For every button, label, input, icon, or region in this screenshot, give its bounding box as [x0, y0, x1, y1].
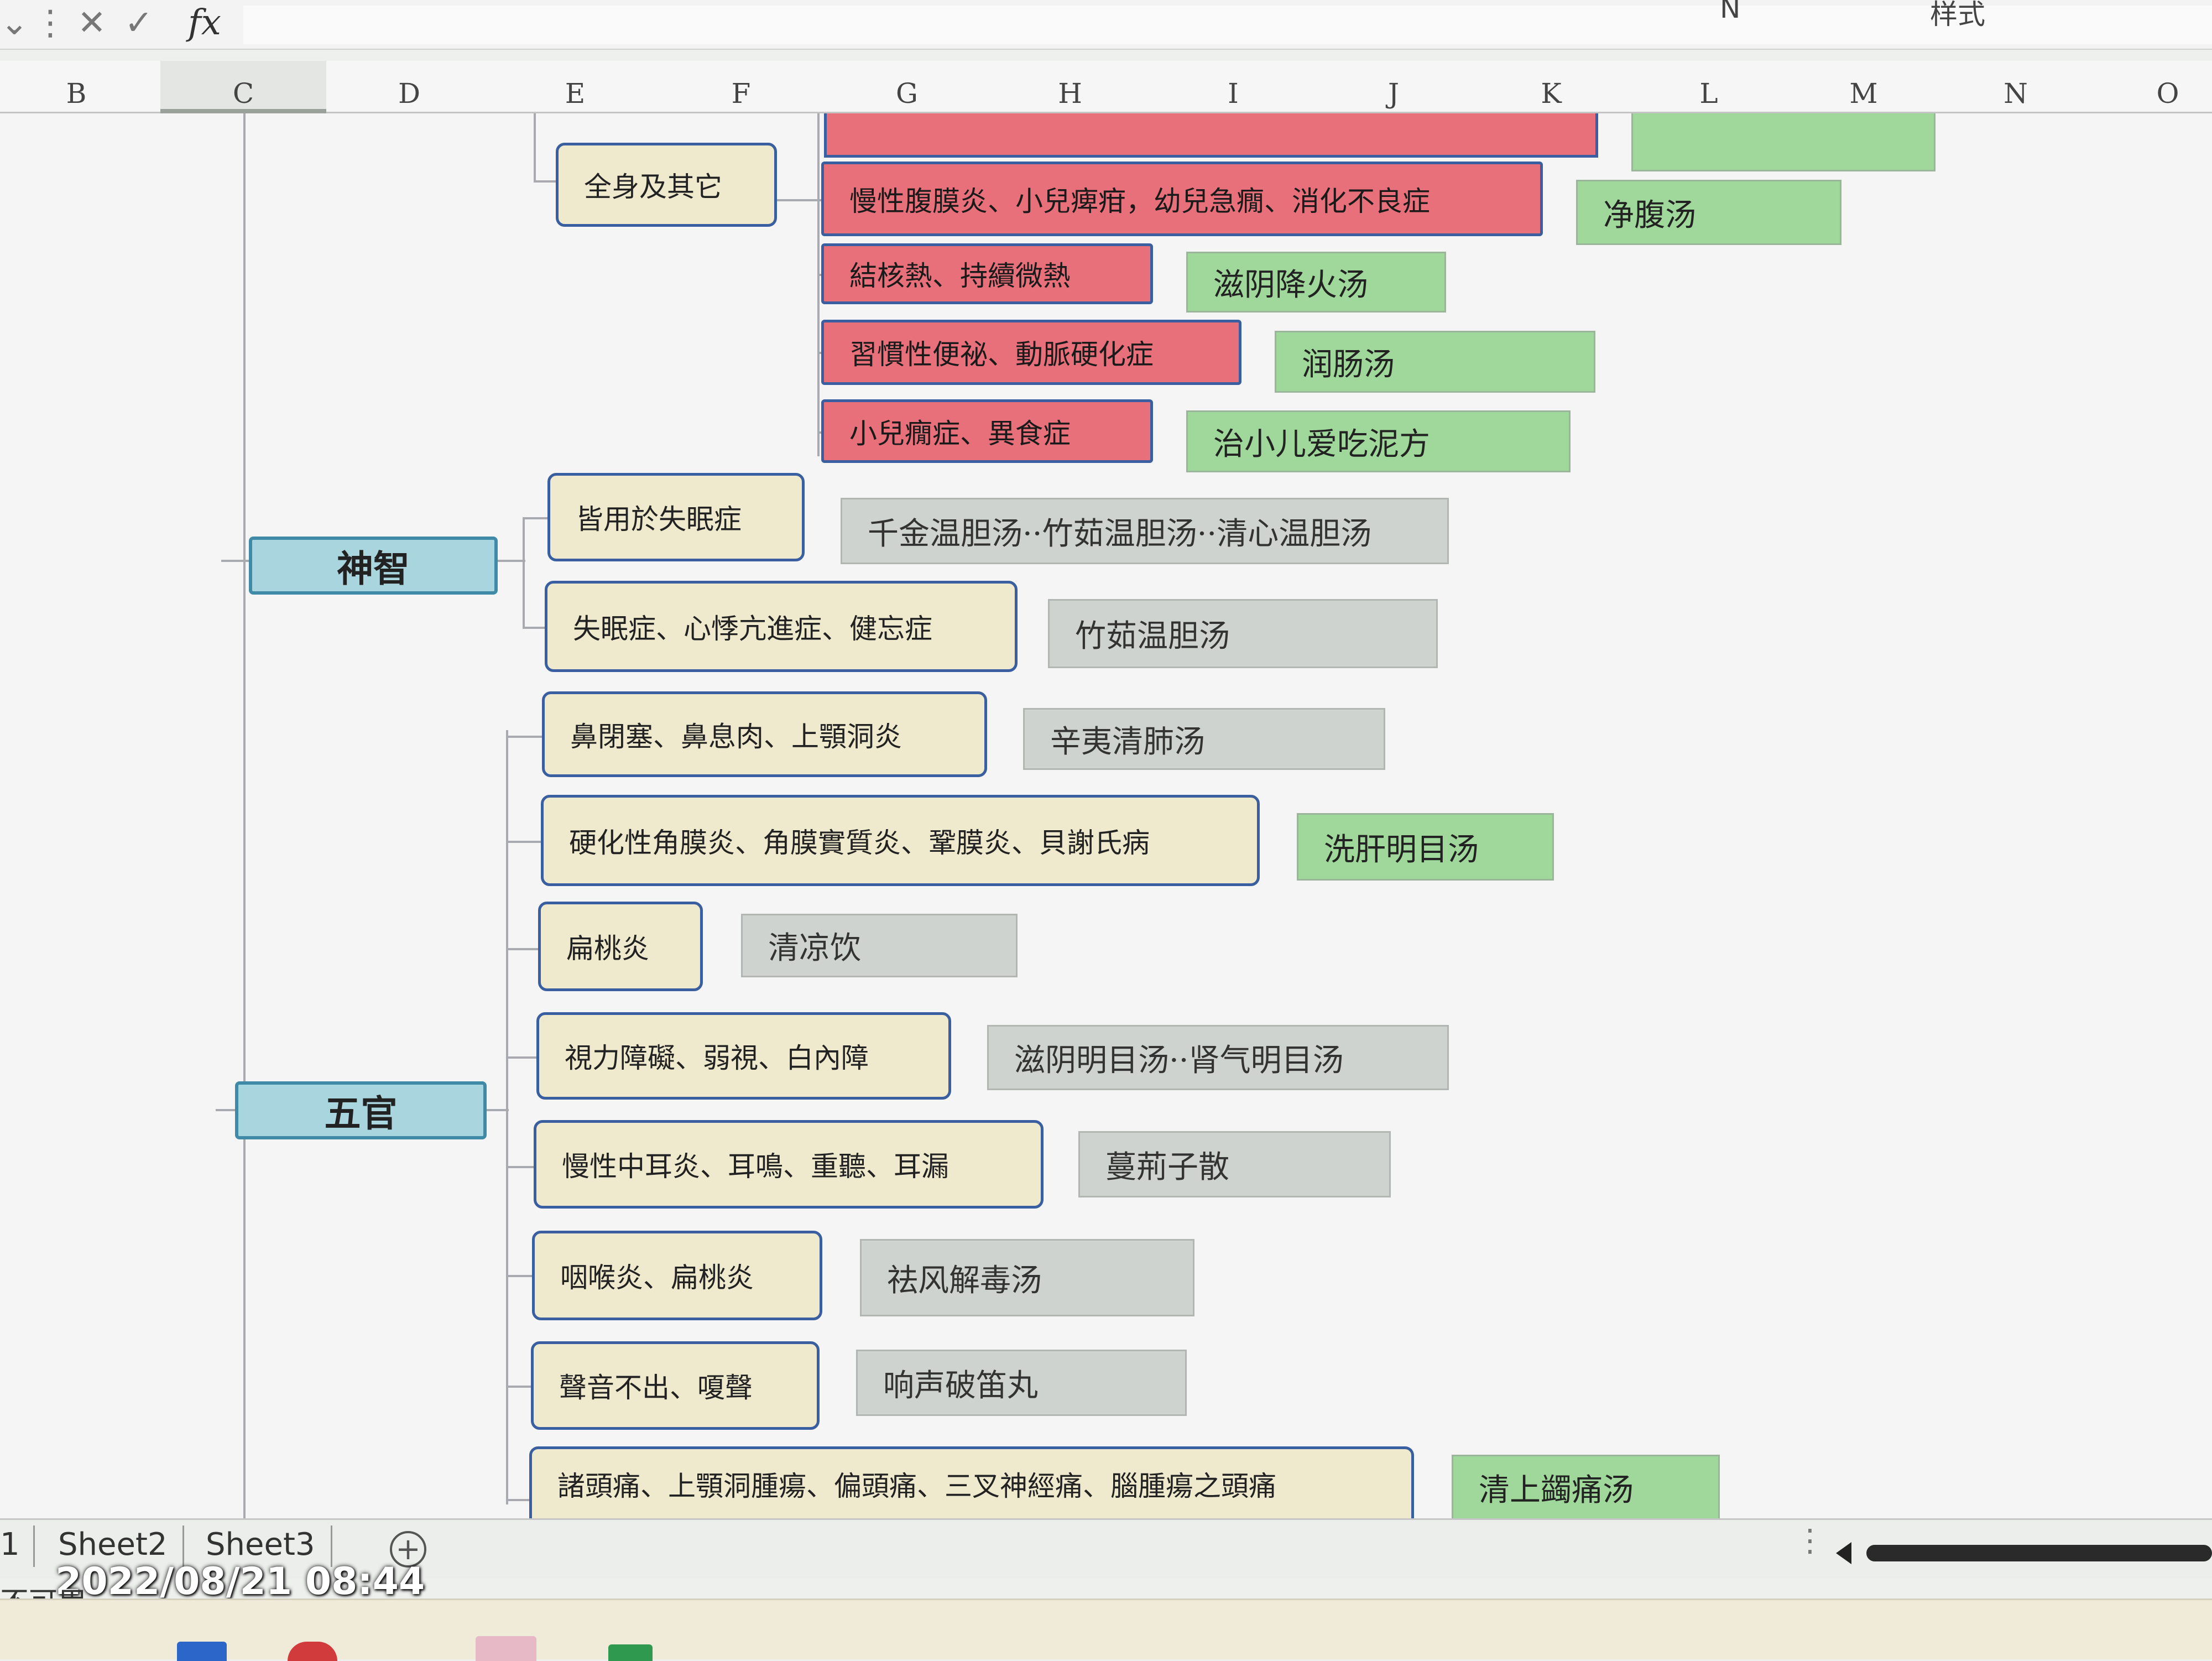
condition-node[interactable]: 聲音不出、嗄聲	[531, 1341, 820, 1430]
formula-node[interactable]: 清凉饮	[741, 914, 1018, 977]
formula-node[interactable]: 滋阴明目汤··肾气明目汤	[987, 1025, 1449, 1090]
photo-timestamp: 2022/08/21 08:44	[55, 1560, 425, 1603]
connector-line	[506, 1499, 534, 1501]
column-header-d[interactable]: D	[398, 77, 421, 110]
connector-line	[487, 1109, 509, 1111]
condition-node[interactable]: 鼻閉塞、鼻息肉、上顎洞炎	[542, 691, 987, 777]
red-condition-node-partial[interactable]	[824, 113, 1598, 158]
category-node-mind[interactable]: 神智	[249, 537, 498, 595]
connector-line	[506, 736, 545, 738]
red-condition-node[interactable]: 慢性腹膜炎、小兒痺疳，幼兒急癇、消化不良症	[821, 162, 1543, 236]
connector-line	[506, 1386, 534, 1388]
sheet-tab-sheet3[interactable]: Sheet3	[206, 1527, 315, 1563]
condition-node[interactable]: 諸頭痛、上顎洞腫瘍、偏頭痛、三叉神經痛、腦腫瘍之頭痛	[529, 1446, 1414, 1518]
formula-node[interactable]: 辛夷清肺汤	[1023, 708, 1385, 770]
dropdown-chevron-icon[interactable]: ⌄	[0, 2, 29, 43]
add-sheet-button[interactable]: +	[390, 1531, 426, 1568]
column-header-c[interactable]: C	[232, 77, 254, 110]
formula-bar: ⌄ ⋮ ✕ ✓ fx N 样式	[0, 0, 2212, 50]
formula-input[interactable]	[243, 6, 2212, 44]
column-header-k[interactable]: K	[1541, 77, 1562, 110]
formula-node[interactable]: 润肠汤	[1275, 331, 1595, 393]
sheet-tab-bar: 1 Sheet2 Sheet3 + ⋮	[0, 1518, 2212, 1579]
confirm-check-icon[interactable]: ✓	[124, 2, 153, 43]
connector-line	[523, 627, 545, 629]
column-header-m[interactable]: M	[1849, 77, 1878, 110]
connector-line	[523, 517, 547, 519]
condition-node[interactable]: 失眠症、心悸亢進症、健忘症	[545, 581, 1018, 672]
connector-line	[506, 948, 539, 950]
column-header-e[interactable]: E	[565, 77, 586, 110]
formula-node[interactable]: 千金温胆汤··竹茹温胆汤··清心温胆汤	[841, 498, 1449, 564]
tree-trunk-line	[243, 113, 246, 1518]
more-options-icon[interactable]: ⋮	[1794, 1523, 1825, 1559]
taskbar-app-icon[interactable]	[476, 1636, 536, 1661]
column-header-f[interactable]: F	[731, 77, 751, 110]
category-node-senses[interactable]: 五官	[235, 1081, 487, 1139]
connector-line	[216, 1109, 246, 1111]
red-condition-node[interactable]: 結核熱、持續微熱	[821, 243, 1153, 304]
column-header-l[interactable]: L	[1699, 77, 1718, 110]
red-condition-node[interactable]: 小兒癇症、異食症	[821, 399, 1153, 463]
taskbar	[0, 1598, 2212, 1661]
connector-line	[506, 841, 542, 843]
selected-column-highlight	[160, 61, 326, 113]
condition-node[interactable]: 慢性中耳炎、耳鳴、重聽、耳漏	[534, 1120, 1044, 1209]
formula-node[interactable]: 净腹汤	[1576, 180, 1841, 245]
column-header-j[interactable]: J	[1387, 77, 1400, 110]
connector-line	[506, 730, 508, 1504]
connector-line	[498, 560, 525, 562]
formula-node[interactable]: 响声破笛丸	[856, 1350, 1187, 1416]
column-header-o[interactable]: O	[2156, 77, 2179, 110]
taskbar-app-icon[interactable]	[177, 1642, 227, 1661]
ribbon-fragment: N	[1720, 0, 1741, 24]
tab-divider	[331, 1525, 332, 1567]
column-header-i[interactable]: I	[1228, 77, 1239, 110]
styles-ribbon-label[interactable]: 样式	[1930, 0, 1985, 30]
formula-node[interactable]: 治小儿爱吃泥方	[1186, 410, 1571, 472]
red-condition-node[interactable]: 習慣性便祕、動脈硬化症	[821, 320, 1241, 385]
condition-node[interactable]: 皆用於失眠症	[547, 473, 805, 561]
formula-node[interactable]: 清上蠲痛汤	[1452, 1455, 1720, 1518]
connector-line	[534, 113, 536, 183]
formula-node[interactable]: 蔓荊子散	[1078, 1131, 1391, 1197]
formula-node-partial[interactable]	[1631, 113, 1936, 171]
connector-line	[534, 180, 561, 183]
connector-line	[506, 1166, 536, 1168]
formula-node[interactable]: 洗肝明目汤	[1297, 813, 1554, 881]
cancel-icon[interactable]: ✕	[77, 2, 106, 43]
column-header-g[interactable]: G	[896, 77, 918, 110]
sheet-tab-1[interactable]: 1	[0, 1527, 20, 1563]
condition-node[interactable]: 硬化性角膜炎、角膜實質炎、鞏膜炎、貝謝氏病	[541, 795, 1260, 886]
scroll-left-arrow-icon[interactable]	[1836, 1542, 1851, 1564]
taskbar-app-icon[interactable]	[608, 1644, 653, 1661]
connector-line	[506, 1275, 534, 1277]
condition-node-whole-body[interactable]: 全身及其它	[556, 143, 777, 227]
column-header-row: B C D E F G H I J K L M N O	[0, 61, 2212, 113]
formula-node[interactable]: 滋阴降火汤	[1186, 252, 1446, 313]
connector-line	[817, 113, 820, 456]
horizontal-scrollbar-thumb[interactable]	[1866, 1545, 2212, 1561]
insert-function-button[interactable]: fx	[188, 2, 221, 43]
column-header-n[interactable]: N	[2004, 77, 2028, 110]
connector-line	[221, 560, 249, 562]
taskbar-app-icon[interactable]	[288, 1642, 337, 1661]
tab-divider	[33, 1525, 35, 1567]
condition-node[interactable]: 咽喉炎、扁桃炎	[532, 1231, 822, 1320]
connector-line	[506, 1056, 539, 1059]
formula-node[interactable]: 祛风解毒汤	[860, 1239, 1194, 1316]
column-header-h[interactable]: H	[1058, 77, 1082, 110]
formula-node[interactable]: 竹茹温胆汤	[1048, 599, 1438, 668]
column-header-b[interactable]: B	[66, 77, 87, 110]
condition-node[interactable]: 扁桃炎	[538, 902, 703, 991]
sheet-tab-sheet2[interactable]: Sheet2	[58, 1527, 168, 1563]
tab-divider	[182, 1525, 184, 1567]
more-options-icon[interactable]: ⋮	[33, 2, 67, 43]
connector-line	[774, 199, 821, 201]
condition-node[interactable]: 視力障礙、弱視、白內障	[536, 1012, 951, 1100]
connector-line	[523, 517, 525, 628]
